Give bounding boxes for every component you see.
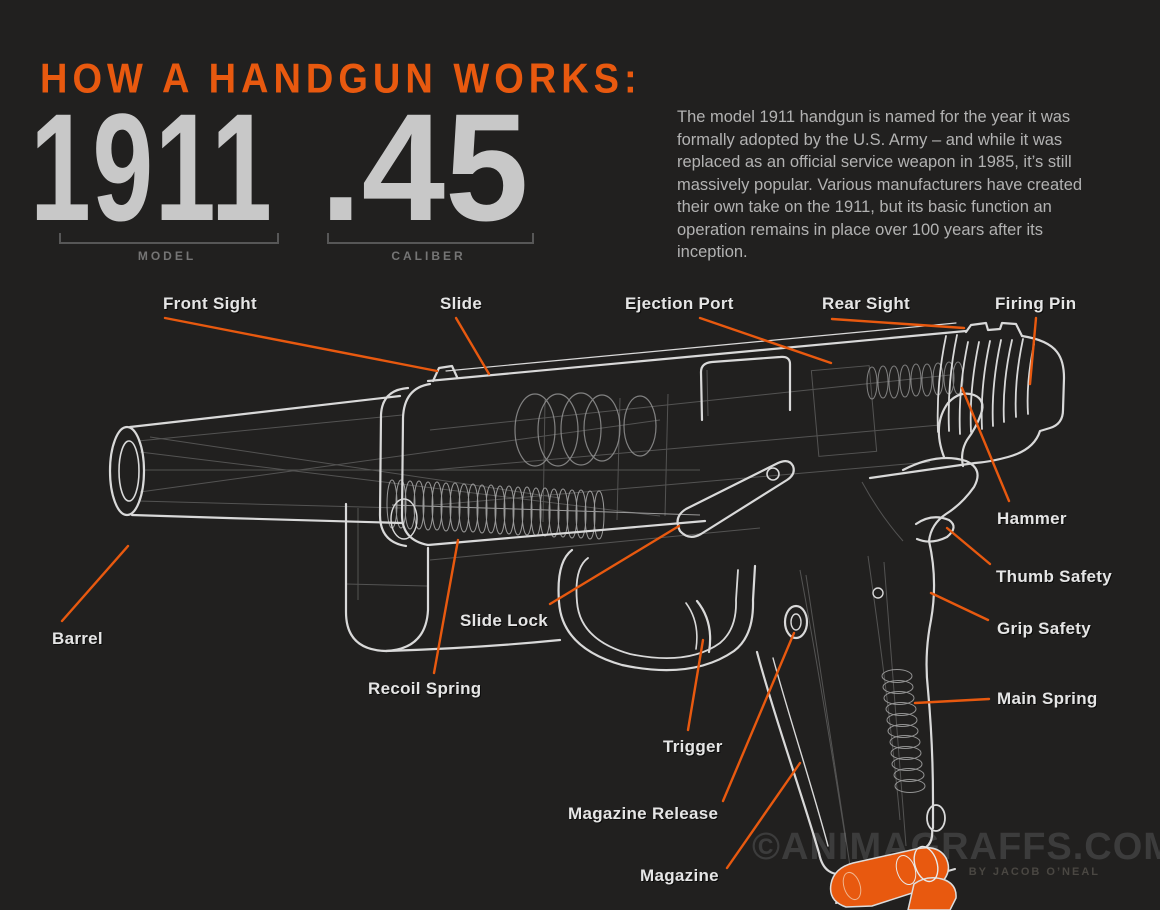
leader-magazine-release (721, 631, 796, 803)
leader-trigger (686, 638, 705, 732)
label-recoil-spring: Recoil Spring (368, 679, 482, 698)
frame-outline (344, 392, 984, 830)
intro-paragraph: The model 1911 handgun is named for the … (677, 108, 1083, 261)
chamber-rings (514, 392, 657, 467)
rear-sight-shape (964, 321, 1024, 338)
magazine-cartridges (829, 845, 957, 910)
grip-safety-shape (901, 456, 979, 543)
leader-rear-sight (830, 317, 966, 330)
recoil-spring-coil (386, 479, 701, 540)
leader-lines (60, 316, 1038, 870)
grip-screw (872, 587, 884, 599)
leader-thumb-safety (945, 526, 992, 566)
label-ejection-port: Ejection Port (625, 294, 734, 313)
label-magazine-release: Magazine Release (568, 804, 719, 823)
caliber-bracket (327, 233, 534, 244)
leader-main-spring (913, 697, 991, 705)
caliber-number: .45 (320, 81, 529, 253)
firing-pin-housing (973, 334, 1066, 465)
caliber-caption: CALIBER (391, 249, 466, 263)
backstrap (925, 539, 936, 830)
label-main-spring: Main Spring (997, 689, 1098, 708)
trigger-shape (695, 599, 712, 654)
magazine-release-button (783, 604, 809, 640)
thumb-safety-shape (914, 516, 955, 543)
watermark-text: ©ANIMAGRAFFS.COM (752, 826, 1160, 868)
label-rear-sight: Rear Sight (822, 294, 911, 313)
leader-recoil-spring (432, 538, 460, 675)
leader-firing-pin (1028, 316, 1038, 386)
label-front-sight: Front Sight (163, 294, 257, 313)
model-bracket (59, 233, 279, 244)
trigger-guard-outer (557, 548, 757, 672)
ejection-port-shape (699, 355, 792, 422)
leader-hammer (960, 386, 1011, 503)
barrel-outline (108, 394, 404, 525)
wireframe-outline (108, 321, 1066, 904)
model-caption: MODEL (137, 249, 197, 263)
label-firing-pin: Firing Pin (995, 294, 1077, 313)
watermark-byline: BY JACOB O’NEAL (968, 866, 1100, 878)
front-sight-shape (431, 364, 459, 383)
label-trigger: Trigger (663, 737, 723, 756)
label-slide-lock: Slide Lock (460, 611, 549, 630)
page-title: HOW A HANDGUN WORKS: (40, 56, 642, 103)
label-barrel: Barrel (52, 629, 103, 648)
leader-grip-safety (929, 591, 990, 622)
slide-serrations (936, 334, 1035, 435)
label-magazine: Magazine (640, 866, 719, 885)
slide-outline (378, 321, 1066, 548)
leader-ejection-port (698, 316, 833, 365)
leader-slide (454, 316, 491, 376)
label-thumb-safety: Thumb Safety (996, 567, 1113, 586)
label-grip-safety: Grip Safety (997, 619, 1091, 638)
main-spring-coil (881, 669, 926, 793)
slide-lock-lever (676, 459, 795, 538)
leader-barrel (60, 544, 130, 623)
leader-slide-lock (548, 524, 681, 606)
trigger-guard-inner (575, 557, 739, 659)
label-slide: Slide (440, 294, 483, 313)
lanyard-loop (926, 804, 946, 832)
model-number: 1911 (30, 81, 274, 253)
leader-front-sight (163, 316, 439, 373)
leader-magazine (725, 761, 802, 870)
label-hammer: Hammer (997, 509, 1067, 528)
hammer-shape (937, 392, 984, 468)
wireframe-interior-lines (137, 365, 951, 867)
